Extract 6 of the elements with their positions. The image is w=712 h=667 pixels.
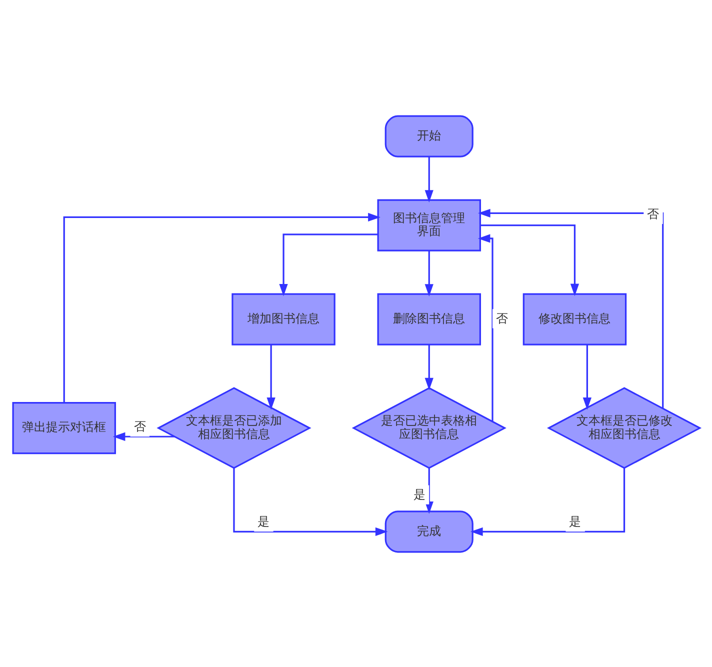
edge-label: 是 — [568, 514, 581, 528]
edge-label: 是 — [412, 486, 425, 501]
edge-label: 否 — [496, 310, 508, 325]
edge-label: 是 — [257, 514, 270, 528]
edge-label: 否 — [133, 419, 146, 434]
edge-label: 否 — [646, 206, 659, 221]
